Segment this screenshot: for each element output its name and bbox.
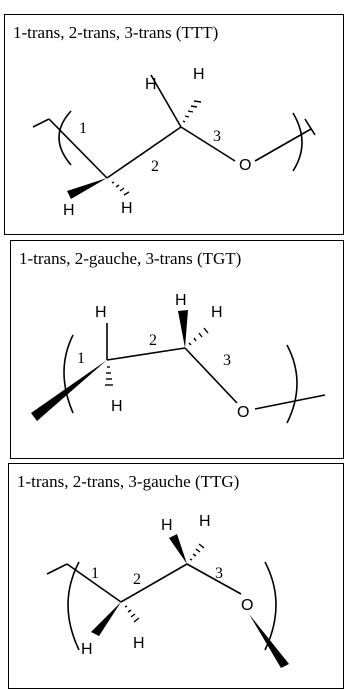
hydrogen-atom-label: H — [133, 635, 145, 652]
oxygen-atom-label: O — [237, 404, 249, 421]
bond-label-1: 1 — [77, 350, 85, 367]
oxygen-atom-label: O — [241, 597, 253, 614]
hydrogen-atom-label: H — [111, 398, 123, 415]
hydrogen-atom-label: H — [63, 202, 75, 219]
ttt-structure-diagram: 1 2 3 H H H H O — [32, 66, 316, 219]
bond-label-2: 2 — [133, 571, 141, 588]
panel-ttg: 1-trans, 2-trans, 3-gauche (TTG) 1 2 3 H… — [8, 463, 344, 689]
tgt-structure-diagram: 1 2 3 H H H H O — [31, 292, 326, 424]
bond-label-3: 3 — [213, 128, 221, 145]
ttg-structure-diagram: 1 2 3 H H H H O — [46, 513, 289, 668]
hydrogen-atom-label: H — [121, 200, 133, 217]
panel-title: 1-trans, 2-gauche, 3-trans (TGT) — [19, 249, 242, 268]
hydrogen-atom-label: H — [193, 66, 205, 83]
hydrogen-atom-label: H — [81, 641, 93, 658]
panel-tgt: 1-trans, 2-gauche, 3-trans (TGT) 1 2 3 H… — [10, 240, 344, 459]
panel-ttt: 1-trans, 2-trans, 3-trans (TTT) 1 2 — [4, 14, 344, 235]
panel-title: 1-trans, 2-trans, 3-gauche (TTG) — [17, 472, 240, 491]
panel-title: 1-trans, 2-trans, 3-trans (TTT) — [13, 23, 219, 42]
bond-label-1: 1 — [79, 120, 87, 137]
hydrogen-atom-label: H — [175, 292, 187, 309]
bond-label-2: 2 — [151, 158, 159, 175]
bond-label-1: 1 — [91, 565, 99, 582]
bond-label-2: 2 — [149, 332, 157, 349]
hydrogen-atom-label: H — [211, 304, 223, 321]
bond-label-3: 3 — [223, 352, 231, 369]
hydrogen-atom-label: H — [145, 76, 157, 93]
bond-label-3: 3 — [215, 565, 223, 582]
hydrogen-atom-label: H — [95, 304, 107, 321]
hydrogen-atom-label: H — [199, 513, 211, 530]
hydrogen-atom-label: H — [161, 517, 173, 534]
oxygen-atom-label: O — [239, 157, 251, 174]
